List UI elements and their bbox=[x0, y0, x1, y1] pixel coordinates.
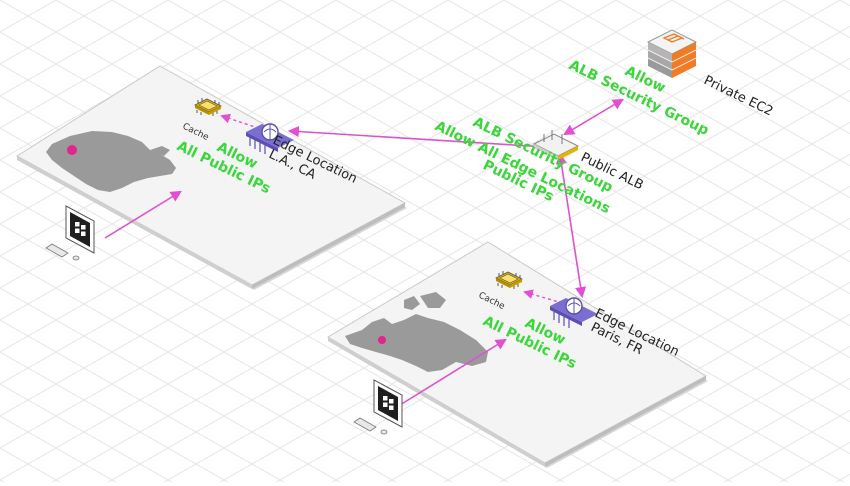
location-pin-icon bbox=[67, 145, 77, 155]
cache-chip-icon bbox=[194, 98, 222, 116]
connector-eu-alb bbox=[555, 152, 587, 299]
computer-icon bbox=[353, 379, 403, 435]
connector-eu-client bbox=[399, 338, 507, 406]
us-map bbox=[46, 131, 176, 192]
cache-chip-icon bbox=[495, 271, 523, 289]
edge-location-icon bbox=[246, 123, 294, 154]
location-pin-icon bbox=[378, 336, 386, 344]
europe-map bbox=[345, 292, 488, 372]
connector-us-alb bbox=[287, 125, 549, 153]
connector-us-client bbox=[104, 190, 182, 239]
alb-icon bbox=[532, 130, 580, 160]
platform-us bbox=[16, 65, 407, 290]
connectors bbox=[104, 98, 624, 406]
edge-location-icon bbox=[550, 297, 598, 328]
ec2-icon bbox=[646, 29, 698, 78]
computer-icon bbox=[45, 205, 95, 261]
connector-alb-ec2 bbox=[563, 98, 624, 136]
cache-links bbox=[220, 113, 563, 304]
